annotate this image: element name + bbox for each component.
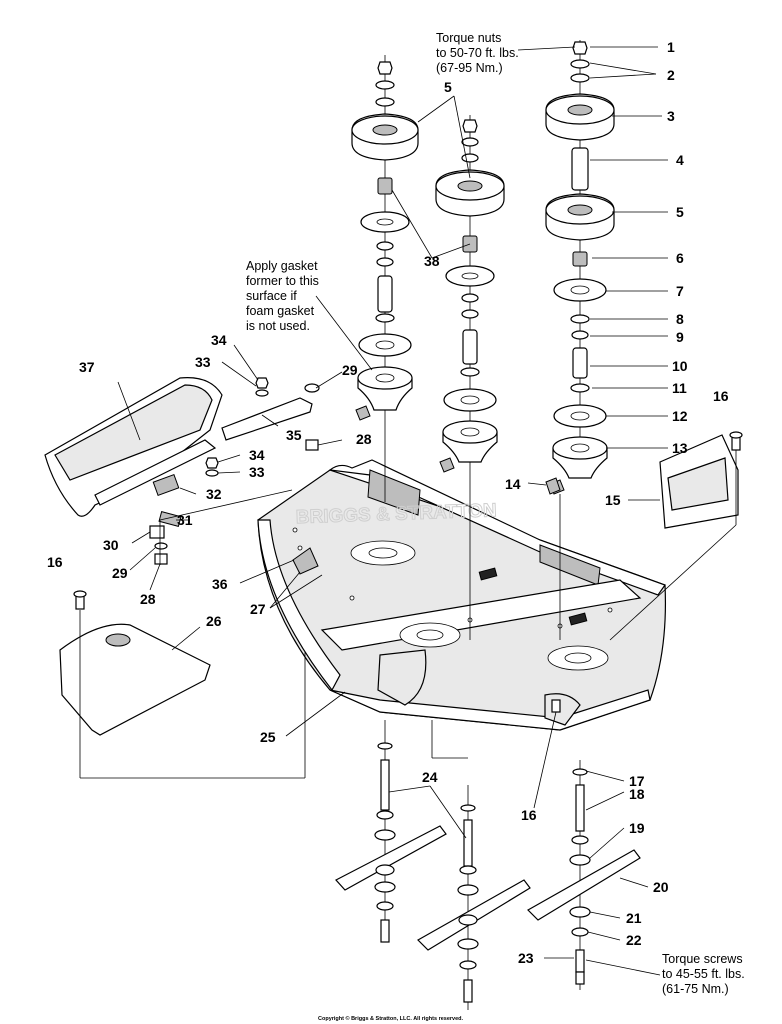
torque-nuts-note: Torque nuts to 50-70 ft. lbs. (67-95 Nm.…: [436, 31, 519, 75]
right-guard: [659, 434, 739, 529]
callout-12: 12: [672, 408, 688, 424]
right-blade-assembly: [527, 760, 641, 990]
callout-18: 18: [629, 786, 645, 802]
leader-lines: [79, 46, 737, 976]
torque-screws-note: Torque screws to 45-55 ft. lbs. (61-75 N…: [662, 952, 745, 996]
note-line: to 45-55 ft. lbs.: [662, 967, 745, 981]
callout-16: 16: [713, 388, 729, 404]
callout-35: 35: [286, 427, 302, 443]
callout-29: 29: [342, 362, 358, 378]
callout-31: 31: [177, 512, 193, 528]
copyright: Copyright © Briggs & Stratton, LLC. All …: [318, 1015, 464, 1022]
note-line: surface if: [246, 289, 297, 303]
callouts: 1 2 3 4 5 5 5 6 7 8 9 10 11 12 13 14 15 …: [47, 39, 729, 966]
callout-25: 25: [260, 729, 276, 745]
callout-26: 26: [206, 613, 222, 629]
callout-3: 3: [667, 108, 675, 124]
callout-17: 17: [629, 773, 645, 789]
callout-5: 5: [444, 79, 452, 95]
callout-6: 6: [676, 250, 684, 266]
callout-22: 22: [626, 932, 642, 948]
note-line: to 50-70 ft. lbs.: [436, 46, 519, 60]
callout-7: 7: [676, 283, 684, 299]
center-spindle-stack: [435, 115, 505, 640]
callout-23: 23: [518, 950, 534, 966]
center-blade-assembly: [417, 785, 531, 1010]
hardware: [73, 377, 743, 985]
note-line: (67-95 Nm.): [436, 61, 503, 75]
deflector-shield: [59, 623, 211, 736]
callout-16: 16: [47, 554, 63, 570]
callout-37: 37: [79, 359, 95, 375]
gasket-note: Apply gasket former to this surface if f…: [246, 259, 319, 333]
callout-33: 33: [249, 464, 265, 480]
discharge-chute: [44, 377, 223, 517]
callout-21: 21: [626, 910, 642, 926]
callout-10: 10: [672, 358, 688, 374]
callout-15: 15: [605, 492, 621, 508]
callout-27: 27: [250, 601, 266, 617]
note-line: former to this: [246, 274, 319, 288]
callout-28: 28: [356, 431, 372, 447]
callout-20: 20: [653, 879, 669, 895]
note-line: (61-75 Nm.): [662, 982, 729, 996]
callout-16: 16: [521, 807, 537, 823]
callout-13: 13: [672, 440, 688, 456]
left-spindle-stack: [351, 55, 419, 502]
note-line: Torque screws: [662, 952, 743, 966]
callout-30: 30: [103, 537, 119, 553]
callout-2: 2: [667, 67, 675, 83]
callout-11: 11: [672, 380, 687, 396]
callout-34: 34: [211, 332, 227, 348]
callout-4: 4: [676, 152, 684, 168]
callout-34: 34: [249, 447, 265, 463]
callout-19: 19: [629, 820, 645, 836]
callout-1: 1: [667, 39, 675, 55]
callout-14: 14: [505, 476, 521, 492]
callout-29: 29: [112, 565, 128, 581]
spring-bracket: [292, 547, 319, 575]
note-line: Apply gasket: [246, 259, 318, 273]
callout-5: 5: [676, 204, 684, 220]
callout-24: 24: [422, 769, 438, 785]
note-line: Torque nuts: [436, 31, 501, 45]
callout-8: 8: [676, 311, 684, 327]
callout-33: 33: [195, 354, 211, 370]
callout-36: 36: [212, 576, 228, 592]
deck-housing: BRIGGS & STRATTON: [257, 459, 666, 731]
chute-rod: [221, 397, 313, 441]
note-line: foam gasket: [246, 304, 315, 318]
right-spindle-stack: [545, 40, 615, 495]
note-line: is not used.: [246, 319, 310, 333]
left-blade-assembly: [335, 720, 447, 943]
callout-32: 32: [206, 486, 222, 502]
callout-9: 9: [676, 329, 684, 345]
callout-38: 38: [424, 253, 440, 269]
callout-28: 28: [140, 591, 156, 607]
